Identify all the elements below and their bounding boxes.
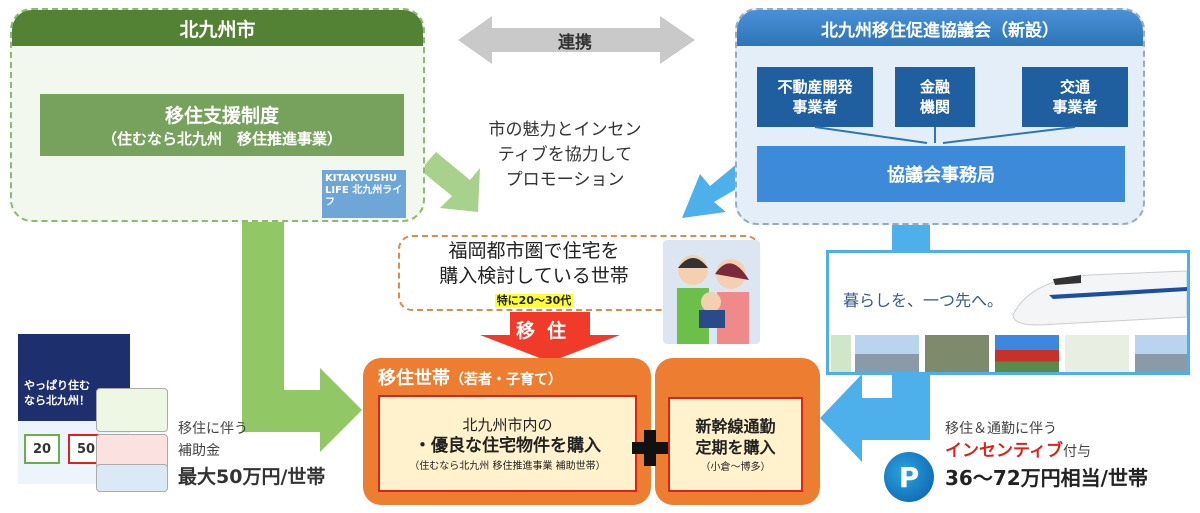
- banner-photo: [925, 335, 989, 372]
- blue-connector-top: [892, 225, 930, 253]
- housing-line1: 北九州市内の: [462, 416, 553, 434]
- member-finance: 金融機関: [895, 67, 975, 127]
- city-title: 北九州市: [12, 10, 423, 46]
- subsidy-brochure: やっぱり住むなら北九州！ 20 50: [18, 334, 130, 484]
- subsidy-line2: 補助金: [178, 443, 220, 459]
- banner-photo: [855, 335, 919, 372]
- promotion-line: ティブを協力して: [497, 145, 633, 165]
- subsidy-line1: 移住に伴う: [178, 421, 248, 437]
- member-transport: 交通事業者: [1022, 67, 1128, 127]
- program-subtitle: （住むなら北九州 移住推進事業）: [101, 130, 342, 148]
- incentive-amount: 36～72万円相当/世帯: [945, 466, 1148, 490]
- brochure-card: [96, 464, 168, 492]
- council-office: 協議会事務局: [757, 146, 1125, 202]
- kitakyushu-life-logo: KITAKYUSHU LIFE 北九州ライフ: [322, 170, 406, 218]
- move-label: 移住: [515, 320, 578, 342]
- promotion-line: 市の魅力とインセン: [488, 120, 642, 140]
- relocation-support-program: 移住支援制度 （住むなら北九州 移住推進事業）: [40, 94, 404, 156]
- promotion-text: 市の魅力とインセン ティブを協力して プロモーション: [455, 118, 675, 193]
- commuter-pass-box: 新幹線通勤 定期を購入 （小倉～博多）: [668, 397, 803, 492]
- blue-left-arrow: [820, 372, 930, 462]
- kitakyushu-city-panel: 北九州市 移住支援制度 （住むなら北九州 移住推進事業） KITAKYUSHU …: [10, 8, 425, 222]
- shinkansen-banner: 暮らしを、一つ先へ。: [826, 250, 1190, 375]
- logo-line2: LIFE 北九州ライフ: [325, 185, 403, 208]
- household-title-sub: （若者・子育て）: [450, 372, 562, 388]
- link-double-arrow: [458, 16, 695, 64]
- member-connectors: [814, 126, 1076, 144]
- incentive-text: 移住＆通勤に伴う インセンティブ付与 36～72万円相当/世帯: [945, 418, 1148, 493]
- program-title: 移住支援制度: [164, 105, 279, 127]
- pass-line2: 定期を購入: [695, 438, 776, 457]
- shinkansen-train-image: [1012, 270, 1187, 326]
- member-line: 事業者: [792, 98, 838, 116]
- pass-line1: 新幹線通勤: [695, 417, 776, 436]
- member-line: 金融: [919, 78, 950, 96]
- banner-slogan: 暮らしを、一つ先へ。: [843, 291, 1004, 310]
- brochure-title: やっぱり住むなら北九州！: [24, 379, 90, 407]
- age-highlight: 特に20～30代: [494, 293, 574, 307]
- incentive-line1: 移住＆通勤に伴う: [945, 421, 1057, 437]
- parking-p-icon: P: [884, 452, 934, 502]
- housing-purchase-box: 北九州市内の ・優良な住宅物件を購入 （住むなら北九州 移住推進事業 補助世帯）: [378, 395, 637, 492]
- housing-note: （住むなら北九州 移住推進事業 補助世帯）: [409, 461, 606, 472]
- green-diagonal-arrow: [420, 152, 480, 212]
- green-down-right-arrow: [242, 222, 362, 452]
- banner-photo: [831, 335, 851, 372]
- promotion-line: プロモーション: [505, 170, 625, 190]
- brochure-amount: 20: [24, 434, 60, 464]
- link-label: 連携: [558, 33, 592, 53]
- housing-line2: ・優良な住宅物件を購入: [414, 436, 601, 456]
- incentive-highlight: インセンティブ: [945, 441, 1063, 461]
- council-title: 北九州移住促進協議会（新設）: [737, 10, 1143, 46]
- household-title: 移住世帯（若者・子育て）: [378, 364, 562, 390]
- banner-photo: [1065, 335, 1129, 372]
- council-panel: 北九州移住促進協議会（新設） 不動産開発事業者 金融機関 交通事業者 協議会事務…: [735, 8, 1145, 225]
- logo-line1: KITAKYUSHU: [325, 173, 398, 184]
- member-line: 不動産開発: [777, 78, 853, 96]
- member-real-estate: 不動産開発事業者: [757, 67, 873, 127]
- banner-photo: [1135, 335, 1187, 372]
- plus-icon: [632, 430, 668, 466]
- household-title-main: 移住世帯: [378, 368, 450, 389]
- pass-note: （小倉～博多）: [700, 462, 771, 473]
- member-line: 事業者: [1052, 98, 1098, 116]
- banner-photo: [995, 335, 1059, 372]
- subsidy-text: 移住に伴う 補助金 最大50万円/世帯: [178, 418, 325, 492]
- incentive-suffix: 付与: [1062, 444, 1091, 460]
- brochure-card: [96, 388, 168, 432]
- target-line1: 福岡都市圏で住宅を: [448, 239, 620, 262]
- member-line: 交通: [1059, 78, 1090, 96]
- target-line2: 購入検討している世帯: [439, 264, 629, 287]
- subsidy-amount: 最大50万円/世帯: [178, 466, 326, 488]
- family-illustration: [663, 240, 760, 344]
- move-down-arrow: [480, 312, 620, 362]
- member-line: 機関: [919, 98, 950, 116]
